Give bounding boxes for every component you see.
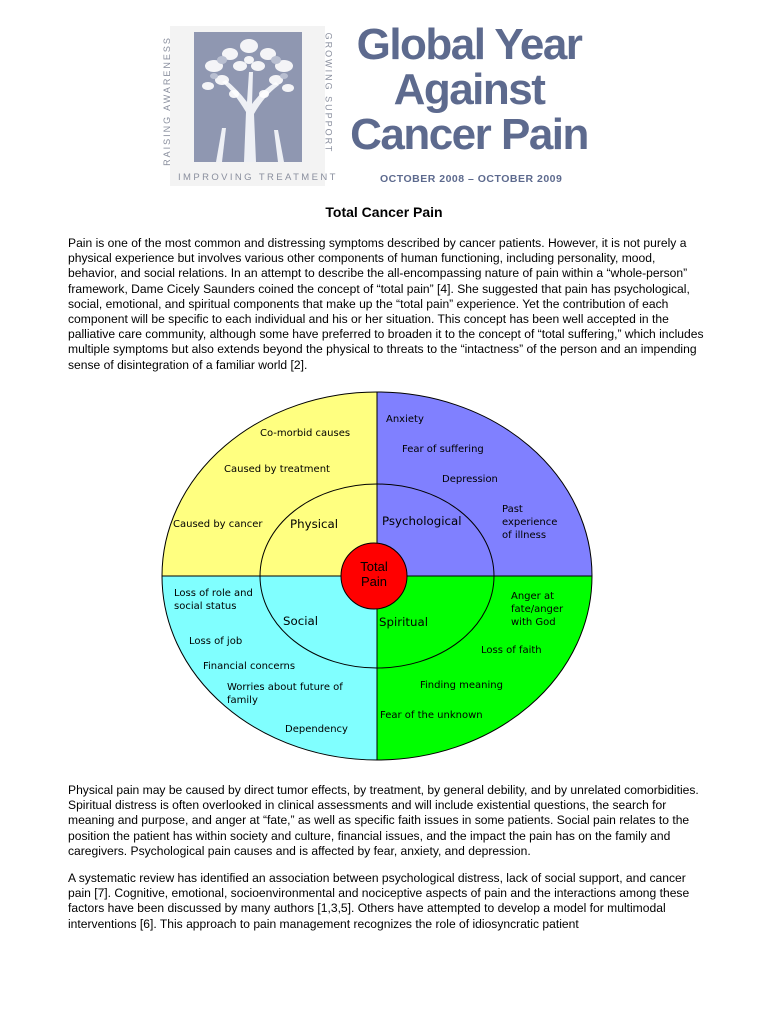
- campaign-logo: RAISING AWARENESS: [162, 26, 335, 186]
- logo-left-text: RAISING AWARENESS: [161, 36, 172, 166]
- diagram-item: Anger at fate/anger with God: [511, 591, 564, 628]
- logo-right-text: GROWING SUPPORT: [323, 32, 334, 154]
- diagram-item: Anxiety: [386, 414, 424, 425]
- diagram-item: Caused by cancer: [173, 519, 263, 530]
- document-title: Total Cancer Pain: [325, 204, 443, 220]
- center-label-line: Pain: [360, 574, 388, 589]
- diagram-item: Dependency: [285, 724, 348, 735]
- spiritual-label: Spiritual: [379, 615, 428, 629]
- quadrant-physical: [162, 392, 377, 576]
- diagram-item: Co-morbid causes: [260, 428, 351, 439]
- diagram-item: Fear of the unknown: [380, 710, 483, 721]
- campaign-title-line: Global Year: [356, 20, 583, 69]
- paragraph: Physical pain may be caused by direct tu…: [68, 783, 699, 858]
- diagram-item: Worries about future of family: [227, 682, 343, 706]
- quadrant-spiritual: [377, 576, 592, 760]
- psychological-label: Psychological: [382, 514, 462, 528]
- physical-label: Physical: [290, 517, 338, 531]
- paragraph: A systematic review has identified an as…: [68, 871, 690, 931]
- diagram-item: Past experience of illness: [502, 504, 558, 541]
- center-label-line: Total: [360, 559, 388, 574]
- diagram-graphic: [161, 391, 593, 761]
- tree-icon: [194, 32, 302, 162]
- diagram-item: Financial concerns: [203, 661, 296, 672]
- campaign-title-line: Cancer Pain: [350, 110, 589, 159]
- inner-ring: [259, 483, 495, 669]
- diagram-item: Loss of faith: [481, 645, 542, 656]
- diagram-item: Finding meaning: [420, 680, 503, 691]
- diagram-item: Depression: [442, 474, 498, 485]
- campaign-title: Global Year Against Cancer Pain: [338, 22, 600, 157]
- campaign-dates: OCTOBER 2008 – OCTOBER 2009: [380, 173, 563, 185]
- diagram-item: Caused by treatment: [224, 464, 330, 475]
- paragraph: Pain is one of the most common and distr…: [68, 236, 704, 372]
- diagram-item: Loss of job: [189, 636, 243, 647]
- social-label: Social: [283, 614, 318, 628]
- center-label: Total Pain: [342, 559, 406, 589]
- total-pain-diagram: Total Pain Physical Psychological Social…: [160, 390, 606, 763]
- logo-bottom-text: IMPROVING TREATMENT: [178, 172, 338, 183]
- campaign-title-line: Against: [393, 65, 546, 114]
- diagram-item: Fear of suffering: [402, 444, 484, 455]
- diagram-item: Loss of role and social status: [174, 588, 253, 612]
- campaign-header: RAISING AWARENESS: [160, 20, 600, 190]
- center-circle: [340, 542, 408, 610]
